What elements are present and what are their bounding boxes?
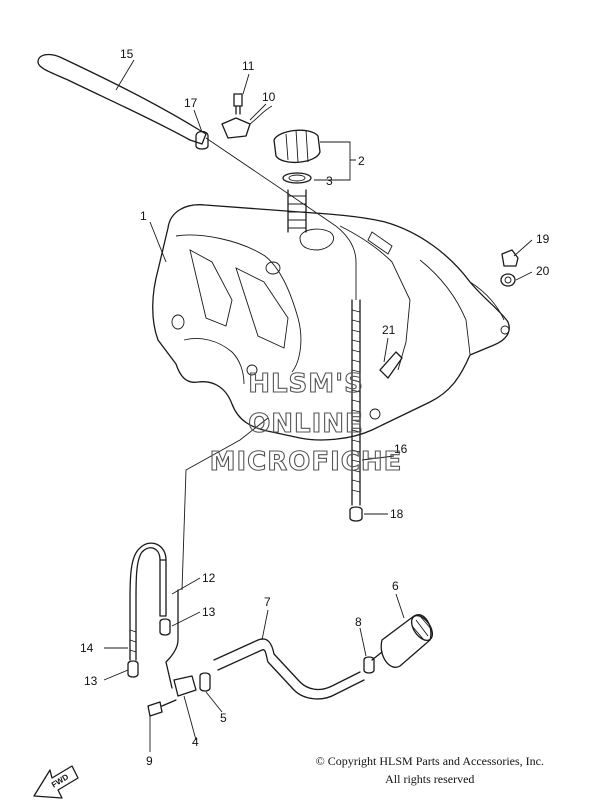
fwd-arrow: FWD (33, 765, 79, 799)
breather-hose (37, 53, 357, 300)
callout-10: 10 (262, 90, 276, 104)
callout-21: 21 (382, 323, 396, 337)
callout-18: 18 (390, 507, 404, 521)
callout-5: 5 (220, 711, 227, 725)
watermark-line3: MICROFICHE (210, 447, 403, 477)
fuel-tank (152, 204, 510, 441)
callout-20: 20 (536, 264, 550, 278)
bolt-21 (379, 351, 403, 379)
fuel-hose-7 (213, 638, 375, 700)
watermark-line1: HLSM'S (248, 369, 364, 399)
callout-12: 12 (202, 571, 216, 585)
leader-lines (103, 59, 533, 752)
callout-13-upper: 13 (202, 605, 216, 619)
callout-13-lower: 13 (84, 674, 98, 688)
callout-3: 3 (326, 174, 333, 188)
cushions (500, 249, 519, 287)
callout-1: 1 (140, 209, 147, 223)
bolt-and-bracket (221, 93, 273, 139)
callout-6: 6 (392, 579, 399, 593)
watermark-line2: ONLINE (248, 409, 364, 439)
callout-16: 16 (394, 442, 408, 456)
callout-7: 7 (264, 595, 271, 609)
callout-11: 11 (242, 59, 255, 73)
filler-cap (273, 129, 321, 233)
fuel-cock (147, 672, 211, 717)
clamp-17 (195, 130, 209, 150)
callout-2: 2 (358, 154, 365, 168)
callout-19: 19 (536, 232, 550, 246)
fwd-label: FWD (50, 772, 70, 789)
fuel-pipe (127, 417, 269, 689)
callout-15: 15 (120, 47, 134, 61)
callout-9: 9 (146, 754, 153, 768)
copyright-line1: © Copyright HLSM Parts and Accessories, … (315, 754, 544, 768)
watermark: HLSM'S ONLINE MICROFICHE (209, 368, 403, 477)
fuel-filter (371, 614, 434, 668)
overflow-hose (349, 299, 363, 522)
copyright-line2: All rights reserved (385, 772, 475, 786)
callout-labels: 15 11 10 17 1 2 3 19 20 21 16 18 12 13 1… (80, 47, 550, 768)
copyright-notice: © Copyright HLSM Parts and Accessories, … (316, 752, 544, 788)
callout-14: 14 (80, 641, 94, 655)
callout-4: 4 (192, 735, 199, 749)
callout-17: 17 (184, 96, 198, 110)
callout-8: 8 (355, 615, 362, 629)
